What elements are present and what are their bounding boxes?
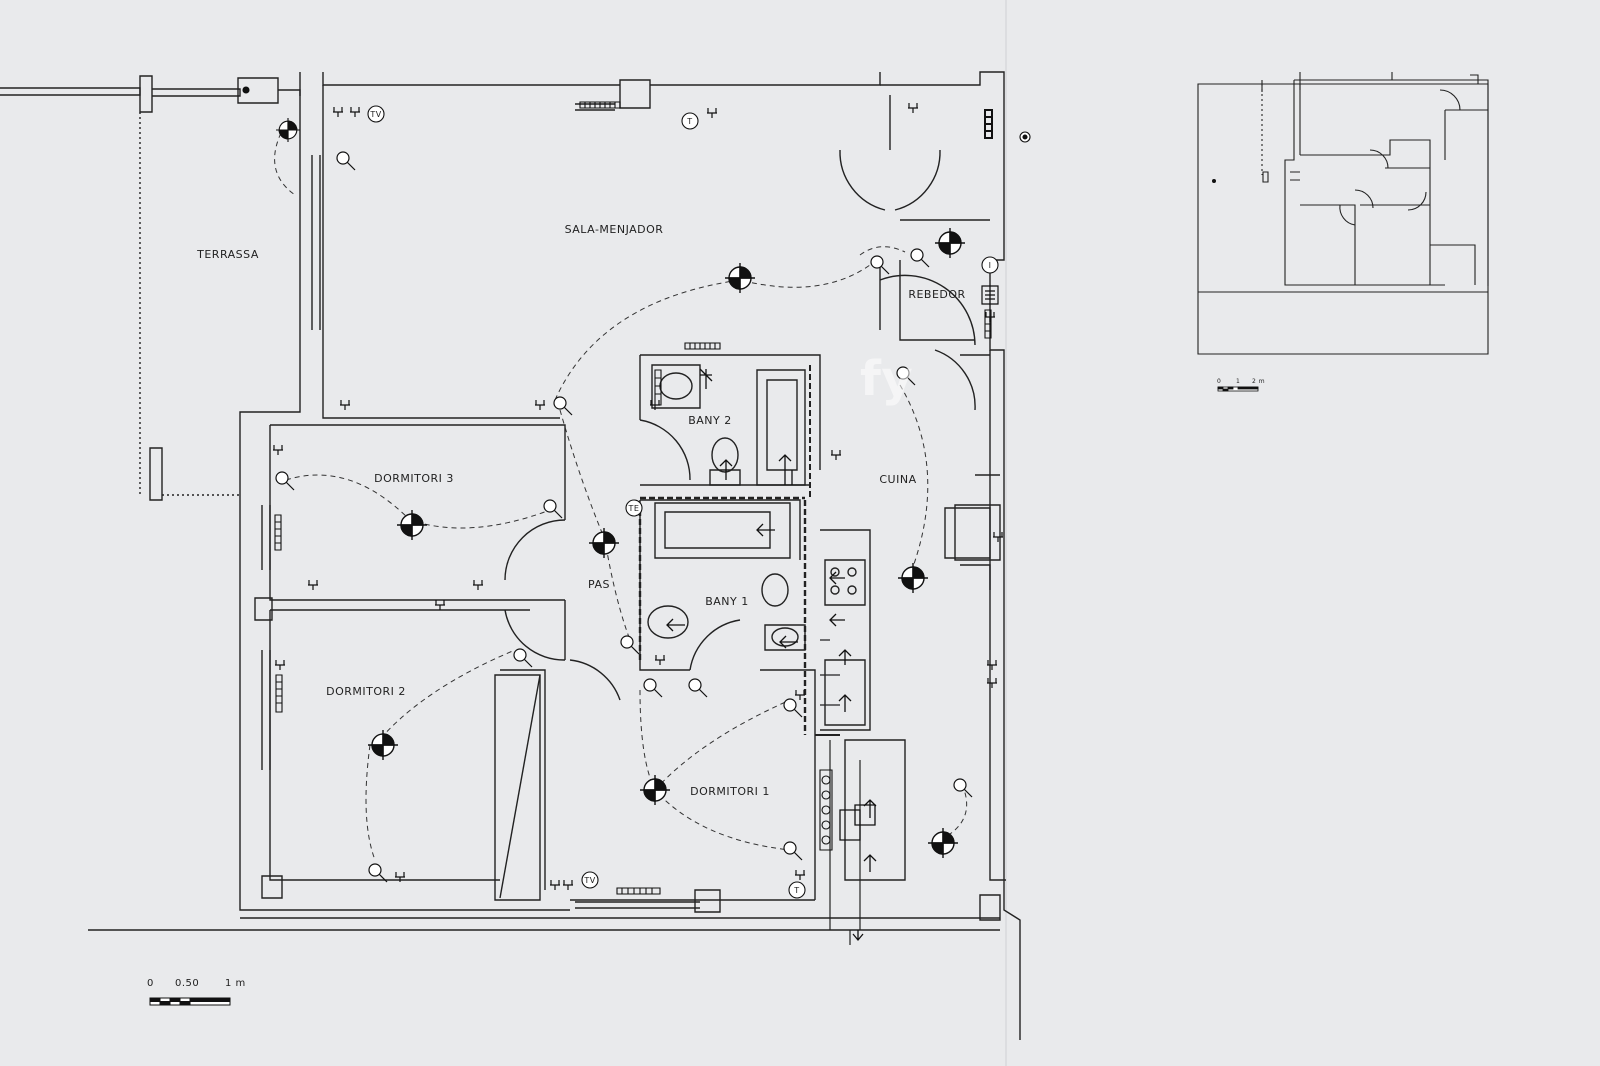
walls xyxy=(0,71,1021,1040)
room-label-sala-menjador: SALA-MENJADOR xyxy=(565,223,664,236)
round-symbols xyxy=(242,86,1031,899)
radiator-icons xyxy=(274,101,993,895)
mini-scale-label-zero: 0 xyxy=(1217,378,1221,385)
key-plan xyxy=(1197,72,1489,355)
room-label-dormitori3: DORMITORI 3 xyxy=(374,472,454,485)
electrical-panel-icon xyxy=(981,285,999,305)
room-label-dormitori1: DORMITORI 1 xyxy=(690,785,770,798)
room-label-cuina: CUINA xyxy=(879,473,916,486)
scale-label-mid: 0.50 xyxy=(175,978,199,989)
dashed-lines xyxy=(638,365,861,945)
tv-label: TV xyxy=(369,110,381,119)
intercom-label: I xyxy=(989,261,992,270)
mini-scale-bar xyxy=(1217,386,1259,392)
room-label-dormitori2: DORMITORI 2 xyxy=(326,685,406,698)
ceiling-light-icons xyxy=(275,117,965,858)
mini-scale-label-two: 2 m xyxy=(1252,378,1265,385)
room-label-pas: PAS xyxy=(588,578,610,591)
room-label-bany1: BANY 1 xyxy=(705,595,749,608)
telecom-label: TE xyxy=(628,504,640,513)
room-label-rebedor: REBEDOR xyxy=(908,288,965,301)
key-plan-marker xyxy=(1212,179,1216,183)
mini-scale-label-one: 1 xyxy=(1236,378,1240,385)
telephone-label-dormitori1: T xyxy=(793,886,799,895)
room-label-bany2: BANY 2 xyxy=(688,414,732,427)
water-point-icons xyxy=(666,368,877,942)
scale-label-zero: 0 xyxy=(147,978,154,989)
scale-label-end: 1 m xyxy=(225,978,246,989)
switch-icons xyxy=(275,151,973,883)
tv-label-dormitori1: TV xyxy=(583,876,595,885)
main-scale-bar xyxy=(149,997,231,1006)
room-label-terrassa: TERRASSA xyxy=(196,248,259,261)
watermark: fy xyxy=(860,351,913,407)
socket-icons xyxy=(273,103,1003,890)
telephone-label: T xyxy=(686,117,692,126)
